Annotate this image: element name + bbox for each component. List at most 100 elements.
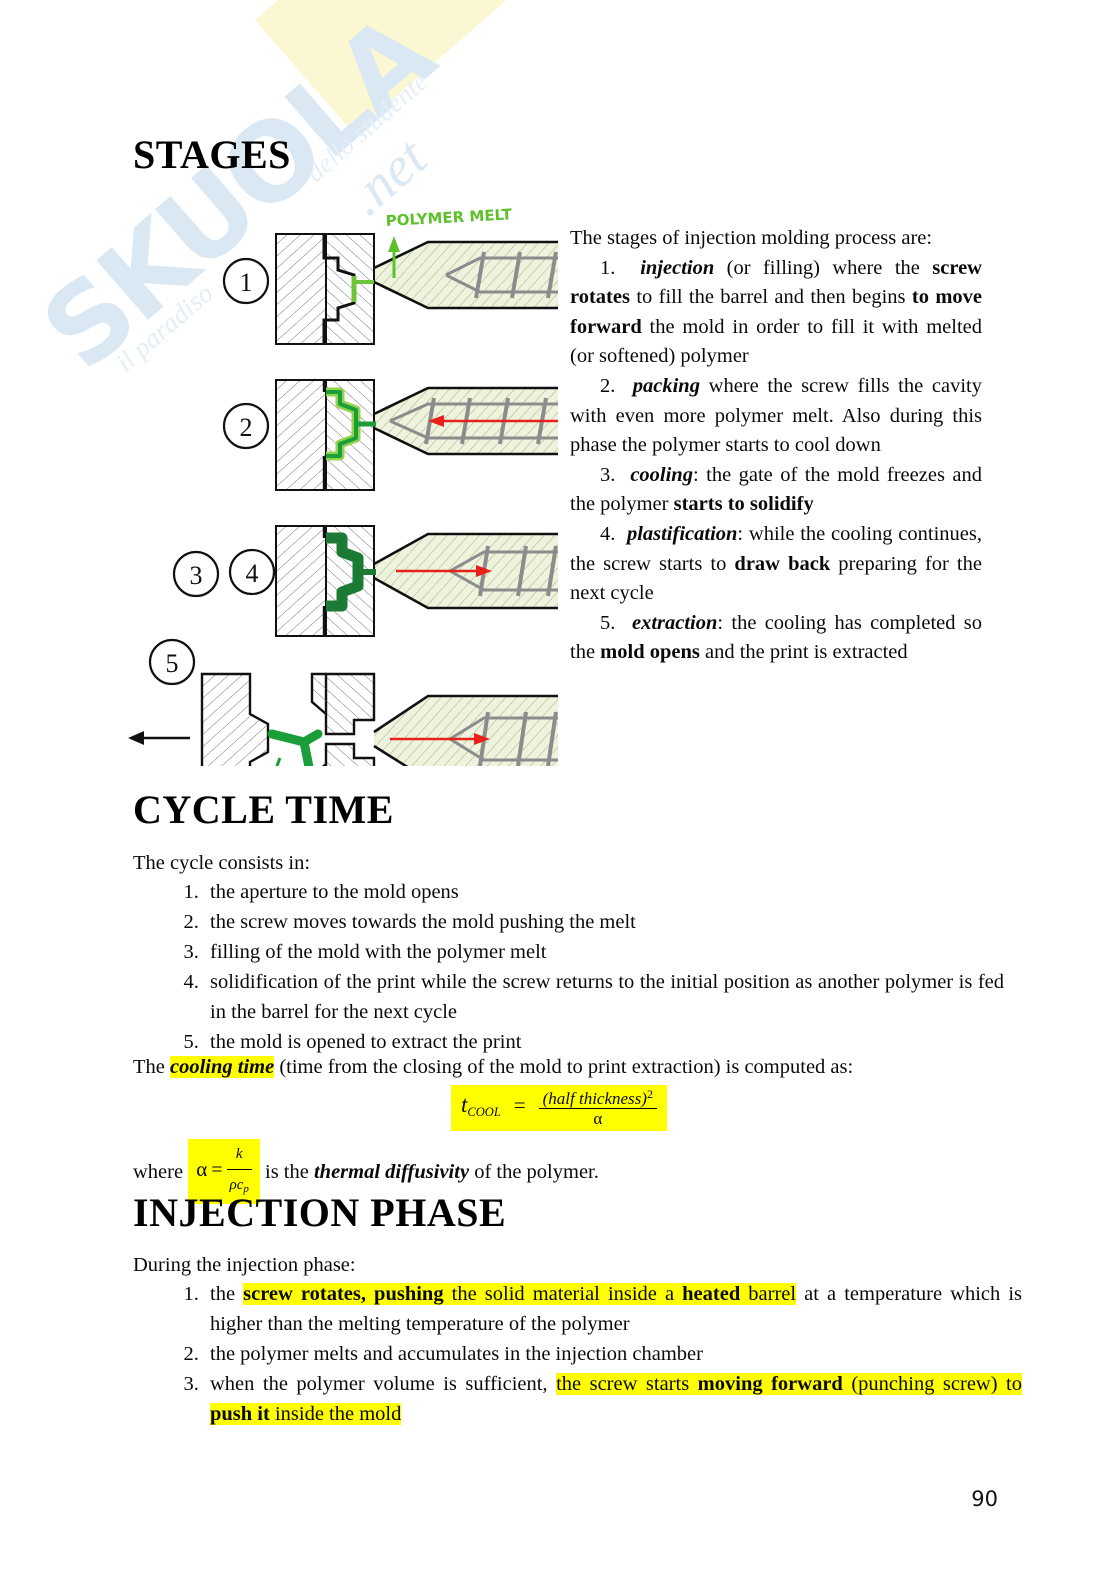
injection-intro: During the injection phase:: [133, 1254, 356, 1276]
stages-item-4-num: 4.: [600, 522, 616, 545]
formula-lhs-sub: COOL: [467, 1105, 501, 1120]
stage-5-group: 5: [128, 638, 558, 808]
inj-item-3-hl-plain-b: (punching screw) to: [842, 1373, 1023, 1395]
alpha-equals: =: [211, 1159, 223, 1182]
stages-item-1-term: injection: [640, 256, 715, 279]
stage-1-group: 1: [222, 205, 558, 345]
formula-fraction: (half thickness)2 α: [538, 1087, 657, 1128]
polymer-melt-annotation: POLYMER MELT: [385, 205, 513, 230]
list-item: the screw rotates, pushing the solid mat…: [204, 1279, 1022, 1339]
stages-item-1-text-a: (or filling) where the: [714, 256, 933, 279]
stage-3-4-group: 3 4: [172, 525, 558, 637]
svg-text:2: 2: [240, 413, 253, 442]
injection-molding-stages-figure: 1: [128, 196, 558, 808]
where-lead: where: [133, 1161, 189, 1184]
cooling-time-formula-wrap: tCOOL = (half thickness)2 α: [0, 1085, 1118, 1131]
cycle-intro: The cycle consists in:: [133, 852, 311, 874]
stages-item-4-text-b: preparing for the next cycle: [570, 552, 982, 605]
formula-lhs-var: t: [461, 1092, 468, 1118]
formula-denominator: α: [593, 1109, 603, 1128]
stages-item-1-bold-b: to move forward: [570, 286, 982, 338]
cooling-lead: The: [133, 1056, 170, 1078]
formula-numerator-exponent: 2: [646, 1087, 653, 1101]
cooling-time-formula: tCOOL = (half thickness)2 α: [451, 1085, 667, 1131]
inj-item-3-hl-plain-a: the screw starts: [556, 1373, 698, 1395]
stages-item-3-term: cooling: [630, 463, 693, 486]
inj-item-1-plain-b: at a temperature which is higher than th…: [210, 1283, 1023, 1335]
formula-numerator-text: (half thickness): [542, 1089, 647, 1108]
stages-item-2-text-a: where the screw fills the cavity with ev…: [570, 374, 982, 457]
heading-cycle-time: CYCLE TIME: [133, 787, 394, 832]
thermal-diffusivity-term: thermal diffusivity: [313, 1161, 470, 1184]
where-tail: of the polymer.: [469, 1161, 599, 1184]
inj-item-1-hl-plain-b: barrel: [740, 1283, 797, 1305]
stages-item-4-text-a: : while the cooling continues, the screw…: [570, 522, 983, 575]
inj-item-3-plain-a: when the polymer volume is sufficient,: [210, 1373, 557, 1395]
stages-item-5: 5. extraction: the cooling has completed…: [570, 609, 982, 668]
list-item: solidification of the print while the sc…: [204, 967, 1004, 1027]
stages-item-2-num: 2.: [600, 374, 616, 397]
list-item: filling of the mold with the polymer mel…: [204, 937, 1004, 967]
formula-equals: =: [513, 1093, 526, 1118]
svg-text:4: 4: [246, 559, 259, 588]
inj-item-3-hl-bold-b: push it: [210, 1403, 270, 1425]
watermark-band: [255, 0, 603, 134]
stages-item-3-text-a: : the gate of the mold freezes and the p…: [570, 463, 982, 516]
list-item: the aperture to the mold opens: [204, 877, 1004, 907]
stage-2-group: 2: [222, 379, 558, 491]
stages-item-5-text-b: and the print is extracted: [699, 641, 908, 664]
heading-stages: STAGES: [133, 132, 291, 177]
list-item: when the polymer volume is sufficient, t…: [204, 1369, 1023, 1429]
inj-item-3-hl-bold-a: moving forward: [697, 1373, 843, 1395]
stages-item-3-num: 3.: [600, 463, 616, 486]
injection-phase-list: the screw rotates, pushing the solid mat…: [160, 1279, 1023, 1429]
cooling-rest: (time from the closing of the mold to pr…: [274, 1056, 854, 1078]
stages-item-3-bold-a: starts to solidify: [673, 493, 814, 516]
alpha-denominator-sub: p: [243, 1183, 249, 1195]
stages-item-2-term: packing: [632, 374, 700, 397]
inj-item-1-hl-plain-a: the solid material inside a: [443, 1283, 683, 1305]
stages-item-4: 4. plastification: while the cooling con…: [570, 520, 982, 609]
stages-item-1-text-c: the mold in order to fill it with melted…: [570, 315, 982, 368]
alpha-symbol: α: [196, 1157, 208, 1182]
heading-injection-phase: INJECTION PHASE: [133, 1190, 507, 1235]
stages-item-1: 1. injection (or filling) where the scre…: [570, 254, 982, 372]
inj-item-2-plain-a: the polymer melts and accumulates in the…: [210, 1343, 703, 1365]
stages-item-4-bold-a: draw back: [734, 552, 831, 575]
stages-item-3: 3. cooling: the gate of the mold freezes…: [570, 461, 982, 520]
svg-text:5: 5: [166, 649, 179, 678]
inj-item-3-hl-plain-c: inside the mold: [269, 1403, 402, 1425]
cooling-time-term: cooling time: [170, 1056, 275, 1078]
inj-item-1-hl-bold-a: screw rotates, pushing: [243, 1283, 444, 1305]
svg-text:1: 1: [240, 268, 253, 297]
cooling-time-sentence: The cooling time (time from the closing …: [133, 1052, 993, 1082]
stages-item-1-bold-a: screw rotates: [570, 256, 982, 309]
alpha-numerator: k: [226, 1139, 252, 1170]
where-mid: is the: [259, 1161, 314, 1184]
stages-item-5-bold-a: mold opens: [600, 641, 700, 664]
svg-text:3: 3: [190, 561, 203, 590]
inj-item-1-plain-a: the: [210, 1283, 244, 1305]
stages-item-4-term: plastification: [626, 522, 738, 545]
stages-intro: The stages of injection molding process …: [570, 227, 933, 249]
stages-item-5-num: 5.: [600, 611, 616, 634]
stages-text-column: The stages of injection molding process …: [570, 224, 982, 668]
alpha-denominator: ρcp: [227, 1170, 252, 1204]
stages-item-5-text-a: : the cooling has completed so the: [570, 611, 983, 664]
list-item: the screw moves towards the mold pushing…: [204, 907, 1004, 937]
stages-item-2: 2. packing where the screw fills the cav…: [570, 372, 982, 461]
list-item: the mold is opened to extract the print: [204, 1027, 1004, 1057]
list-item: the polymer melts and accumulates in the…: [204, 1339, 1022, 1369]
cycle-time-list: the aperture to the mold opens the screw…: [160, 877, 1004, 1057]
stages-item-5-term: extraction: [631, 611, 718, 634]
watermark-tagline-right: dello studente: [300, 66, 434, 188]
stages-item-1-text-b: to fill the barrel and then begins: [629, 286, 912, 309]
formula-numerator: (half thickness)2: [538, 1087, 657, 1109]
page-number: 90: [971, 1487, 998, 1511]
alpha-denominator-text: ρc: [229, 1177, 244, 1193]
inj-item-1-hl-bold-b: heated: [682, 1283, 741, 1305]
